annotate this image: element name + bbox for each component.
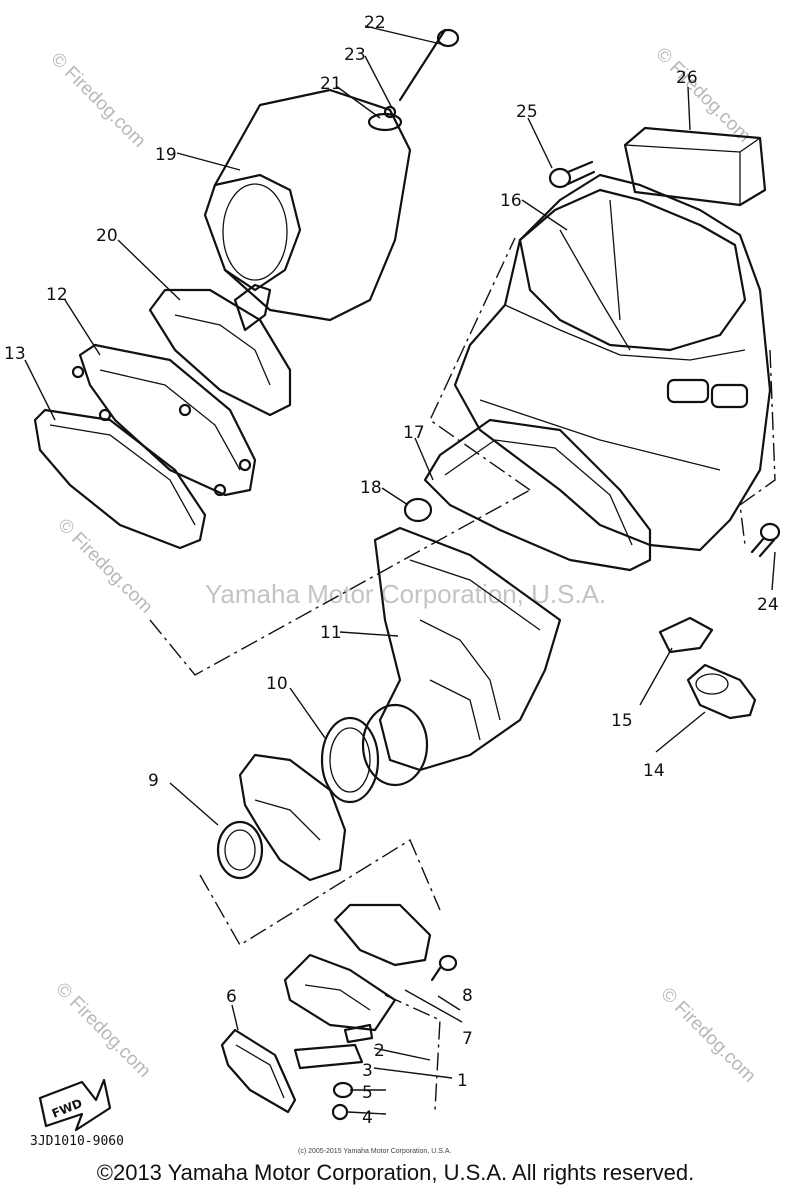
watermark-layer: Yamaha Motor Corporation, U.S.A. © Fired… bbox=[46, 44, 759, 1087]
part-2-reed bbox=[343, 1023, 374, 1044]
part-22-bolt bbox=[398, 28, 460, 102]
part-8-bolt bbox=[430, 954, 458, 982]
callout-25: 25 bbox=[516, 102, 538, 122]
part-11-intake-joint bbox=[361, 526, 562, 787]
callout-7: 7 bbox=[462, 1029, 473, 1049]
callout-23: 23 bbox=[344, 45, 366, 65]
callout-18: 18 bbox=[360, 478, 382, 498]
part-25-bolt bbox=[548, 160, 596, 189]
callout-21: 21 bbox=[320, 74, 342, 94]
site-watermark: © Firedog.com bbox=[53, 515, 156, 618]
part-7-manifold bbox=[283, 903, 432, 1032]
callout-10: 10 bbox=[266, 674, 288, 694]
diagram-code: 3JD1010-9060 bbox=[30, 1134, 124, 1149]
site-watermark: © Firedog.com bbox=[46, 49, 149, 152]
part-10-clamp bbox=[320, 716, 380, 804]
callout-24: 24 bbox=[757, 595, 779, 615]
leader-lines bbox=[24, 25, 776, 1115]
site-watermark: © Firedog.com bbox=[656, 984, 759, 1087]
part-4-screw bbox=[331, 1103, 349, 1121]
assembly-line bbox=[739, 349, 776, 546]
part-20-filter-guide bbox=[148, 283, 292, 417]
part-12-joint bbox=[71, 343, 257, 497]
assembly-line bbox=[429, 237, 531, 491]
site-watermark: © Firedog.com bbox=[651, 44, 754, 147]
part-24-bolt bbox=[750, 522, 781, 558]
callout-11: 11 bbox=[320, 623, 342, 643]
part-19-air-filter-element bbox=[203, 88, 412, 322]
callout-8: 8 bbox=[462, 986, 473, 1006]
part-5-washer bbox=[332, 1081, 354, 1099]
part-14-cap bbox=[686, 663, 757, 720]
part-15-clip bbox=[658, 616, 714, 654]
callout-17: 17 bbox=[403, 423, 425, 443]
fwd-label: FWD bbox=[50, 1096, 84, 1121]
part-6-gasket bbox=[220, 1028, 297, 1114]
callout-22: 22 bbox=[364, 13, 386, 33]
callout-9: 9 bbox=[148, 771, 159, 791]
assembly-line bbox=[199, 838, 441, 946]
assembly-line bbox=[149, 489, 531, 676]
callout-16: 16 bbox=[500, 191, 522, 211]
fine-print: (c) 2005-2015 Yamaha Motor Corporation, … bbox=[298, 1148, 451, 1155]
part-13-gasket bbox=[33, 408, 207, 550]
part-26-sponge bbox=[623, 126, 767, 207]
fwd-arrow-icon: FWD bbox=[38, 1078, 112, 1132]
callout-1: 1 bbox=[457, 1071, 468, 1091]
callout-26: 26 bbox=[676, 68, 698, 88]
part-18-nut bbox=[403, 497, 433, 523]
callout-14: 14 bbox=[643, 761, 665, 781]
callout-2: 2 bbox=[374, 1041, 385, 1061]
callout-6: 6 bbox=[226, 987, 237, 1007]
callout-13: 13 bbox=[4, 344, 26, 364]
copyright-footer: ©2013 Yamaha Motor Corporation, U.S.A. A… bbox=[96, 1160, 695, 1185]
callout-20: 20 bbox=[96, 226, 118, 246]
part-17-joint bbox=[423, 418, 652, 572]
part-9-clamp bbox=[216, 820, 264, 880]
callout-3: 3 bbox=[362, 1061, 373, 1081]
callout-4: 4 bbox=[362, 1108, 373, 1128]
carburetor-body bbox=[238, 753, 347, 882]
callout-5: 5 bbox=[362, 1083, 373, 1103]
callout-19: 19 bbox=[155, 145, 177, 165]
site-watermark: © Firedog.com bbox=[51, 979, 154, 1082]
part-3-stopper bbox=[293, 1043, 364, 1070]
center-watermark: Yamaha Motor Corporation, U.S.A. bbox=[205, 579, 606, 609]
callout-15: 15 bbox=[611, 711, 633, 731]
callout-12: 12 bbox=[46, 285, 68, 305]
part-23-spring bbox=[383, 105, 397, 119]
part-16-air-filter-case bbox=[453, 173, 772, 552]
